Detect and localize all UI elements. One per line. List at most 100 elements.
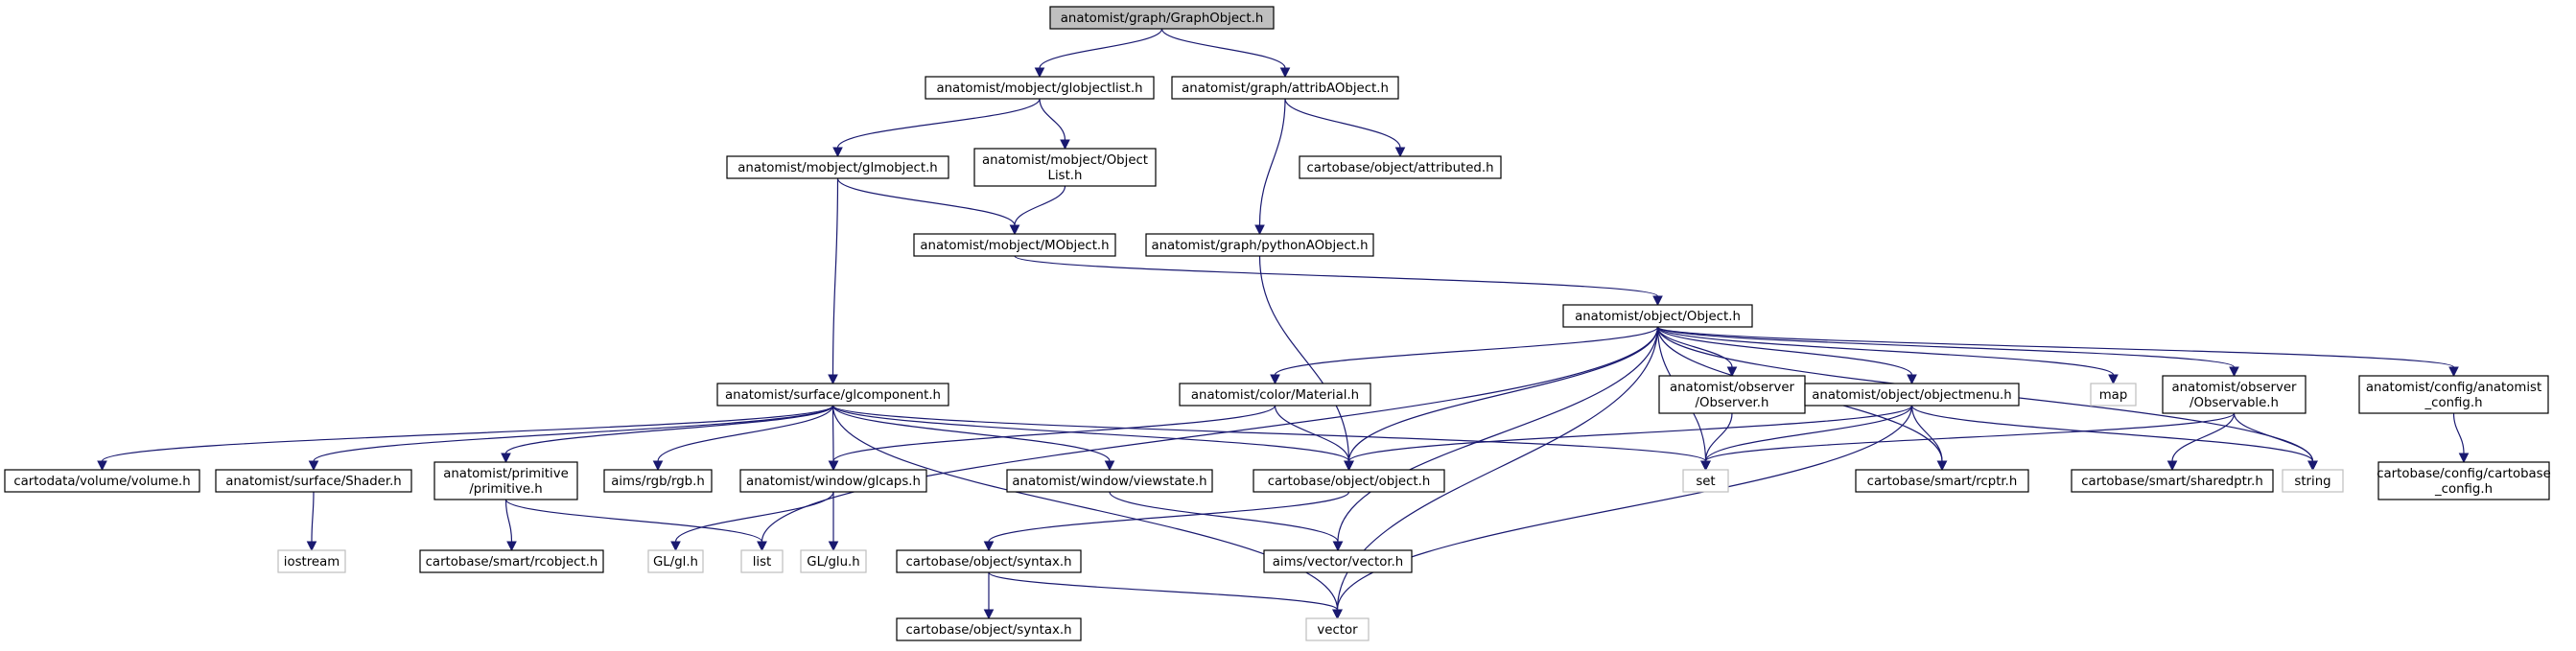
node-attribAObject[interactable]: anatomist/graph/attribAObject.h bbox=[1171, 76, 1399, 100]
node-label-rgb-line-0: aims/rgb/rgb.h bbox=[611, 475, 705, 489]
node-label-glmobject-line-0: anatomist/mobject/glmobject.h bbox=[738, 161, 937, 175]
node-viewstate[interactable]: anatomist/window/viewstate.h bbox=[1006, 469, 1213, 493]
node-string: string bbox=[2282, 469, 2344, 493]
edge-glcomponent-to-shader bbox=[313, 405, 834, 462]
edge-arrowhead-primitive-to-rcobject bbox=[506, 541, 517, 552]
node-label-anatomist_config-line-1: _config.h bbox=[2424, 396, 2483, 410]
edge-arrowhead-glcomponent-to-primitive bbox=[501, 453, 511, 464]
node-pythonAObject[interactable]: anatomist/graph/pythonAObject.h bbox=[1145, 233, 1374, 257]
node-object[interactable]: anatomist/object/Object.h bbox=[1562, 304, 1753, 328]
node-rcptr[interactable]: cartobase/smart/rcptr.h bbox=[1855, 469, 2029, 493]
node-label-attributed-line-0: cartobase/object/attributed.h bbox=[1307, 161, 1494, 175]
node-mobject[interactable]: anatomist/mobject/MObject.h bbox=[913, 233, 1116, 257]
node-label-primitive-line-1: /primitive.h bbox=[469, 482, 542, 497]
edge-glcomponent-to-cobject bbox=[831, 405, 1350, 462]
edge-attribAObject-to-pythonAObject bbox=[1258, 98, 1286, 226]
node-label-rcobject-line-0: cartobase/smart/rcobject.h bbox=[426, 555, 598, 570]
node-box-sharedptr bbox=[2071, 469, 2274, 493]
node-box-attributed bbox=[1299, 155, 1502, 179]
node-label-attribAObject-line-0: anatomist/graph/attribAObject.h bbox=[1182, 81, 1389, 96]
node-shader[interactable]: anatomist/surface/Shader.h bbox=[215, 469, 412, 493]
node-syntax2[interactable]: cartobase/object/syntax.h bbox=[896, 617, 1082, 641]
node-sharedptr[interactable]: cartobase/smart/sharedptr.h bbox=[2071, 469, 2274, 493]
edge-arrowhead-observable-to-set bbox=[1700, 460, 1711, 472]
node-box-glu bbox=[800, 549, 867, 573]
edge-observable-to-string bbox=[2233, 412, 2314, 462]
node-label-observer-line-1: /Observer.h bbox=[1696, 396, 1769, 410]
node-objectmenu[interactable]: anatomist/object/objectmenu.h bbox=[1804, 383, 2020, 407]
node-material[interactable]: anatomist/color/Material.h bbox=[1179, 383, 1371, 407]
node-primitive[interactable]: anatomist/primitive/primitive.h bbox=[433, 461, 578, 500]
edge-arrowhead-root-to-globjectlist bbox=[1034, 67, 1045, 79]
node-label-cobject-line-0: cartobase/object/object.h bbox=[1268, 475, 1431, 489]
node-syntax1[interactable]: cartobase/object/syntax.h bbox=[896, 549, 1082, 573]
node-label-list-line-0: list bbox=[753, 555, 772, 570]
node-box-glcaps bbox=[739, 469, 927, 493]
edge-mobject-to-object bbox=[1014, 255, 1659, 297]
node-label-observable-line-1: /Observable.h bbox=[2190, 396, 2279, 410]
node-glcomponent[interactable]: anatomist/surface/glcomponent.h bbox=[716, 383, 949, 407]
node-iostream: iostream bbox=[277, 549, 346, 573]
edge-arrowhead-object-to-anatomist_config bbox=[2448, 366, 2459, 378]
node-box-mobject bbox=[913, 233, 1116, 257]
node-volume[interactable]: cartodata/volume/volume.h bbox=[4, 469, 200, 493]
node-label-cartobase_config-line-0: cartobase/config/cartobase bbox=[2377, 467, 2551, 481]
edge-objectmenu-to-set bbox=[1704, 405, 1913, 462]
node-label-material-line-0: anatomist/color/Material.h bbox=[1191, 388, 1359, 403]
node-label-glcaps-line-0: anatomist/window/glcaps.h bbox=[746, 475, 921, 489]
node-cartobase_config[interactable]: cartobase/config/cartobase_config.h bbox=[2377, 461, 2551, 500]
edge-arrowhead-primitive-to-list bbox=[757, 541, 767, 552]
node-label-volume-line-0: cartodata/volume/volume.h bbox=[13, 475, 190, 489]
node-anatomist_config[interactable]: anatomist/config/anatomist_config.h bbox=[2358, 375, 2549, 414]
node-rgb[interactable]: aims/rgb/rgb.h bbox=[603, 469, 713, 493]
edge-arrowhead-glcaps-to-glu bbox=[828, 541, 839, 552]
edge-primitive-to-rcobject bbox=[504, 499, 513, 543]
node-observable[interactable]: anatomist/observer/Observable.h bbox=[2162, 375, 2307, 414]
node-cobject[interactable]: cartobase/object/object.h bbox=[1253, 469, 1445, 493]
edge-objectmenu-to-cobject bbox=[1347, 405, 1913, 462]
edge-glcomponent-to-viewstate bbox=[831, 405, 1111, 462]
edge-cobject-to-syntax1 bbox=[988, 491, 1350, 543]
edge-arrowhead-glcomponent-to-viewstate bbox=[1104, 460, 1115, 472]
edge-arrowhead-object-to-material bbox=[1270, 374, 1280, 385]
node-glmobject[interactable]: anatomist/mobject/glmobject.h bbox=[726, 155, 949, 179]
edge-object-to-map bbox=[1656, 326, 2115, 376]
node-label-set-line-0: set bbox=[1696, 475, 1715, 489]
node-label-map-line-0: map bbox=[2099, 388, 2128, 403]
node-box-cartobase_config bbox=[2377, 461, 2550, 500]
node-box-iostream bbox=[277, 549, 346, 573]
node-label-cartobase_config-line-1: _config.h bbox=[2434, 482, 2493, 497]
node-label-objectlist-line-1: List.h bbox=[1048, 169, 1083, 183]
node-root[interactable]: anatomist/graph/GraphObject.h bbox=[1049, 6, 1275, 30]
node-label-glcomponent-line-0: anatomist/surface/glcomponent.h bbox=[725, 388, 941, 403]
node-label-root-line-0: anatomist/graph/GraphObject.h bbox=[1061, 12, 1264, 26]
node-vectorh[interactable]: aims/vector/vector.h bbox=[1263, 549, 1413, 573]
edge-arrowhead-mobject-to-object bbox=[1652, 295, 1663, 307]
edge-arrowhead-objectlist-to-mobject bbox=[1009, 224, 1020, 236]
node-box-syntax2 bbox=[896, 617, 1082, 641]
edge-arrowhead-objectmenu-to-cobject bbox=[1344, 460, 1354, 472]
node-box-cobject bbox=[1253, 469, 1445, 493]
edge-glcomponent-to-set bbox=[831, 405, 1707, 462]
node-box-material bbox=[1179, 383, 1371, 407]
edge-glmobject-to-glcomponent bbox=[831, 177, 839, 376]
edge-arrowhead-glcomponent-to-rgb bbox=[652, 460, 664, 472]
edge-objectmenu-to-vector bbox=[1336, 405, 1913, 611]
edge-arrowhead-syntax1-to-vector bbox=[1332, 609, 1343, 620]
edge-arrowhead-glcaps-to-gl bbox=[670, 541, 681, 552]
edge-root-to-attribAObject bbox=[1160, 28, 1286, 69]
node-box-list bbox=[740, 549, 784, 573]
node-observer[interactable]: anatomist/observer/Observer.h bbox=[1658, 375, 1806, 414]
node-box-root bbox=[1049, 6, 1275, 30]
node-rcobject[interactable]: cartobase/smart/rcobject.h bbox=[419, 549, 604, 573]
node-glcaps[interactable]: anatomist/window/glcaps.h bbox=[739, 469, 927, 493]
node-globjectlist[interactable]: anatomist/mobject/globjectlist.h bbox=[925, 76, 1155, 100]
edge-glcaps-to-gl bbox=[674, 491, 834, 543]
edge-arrowhead-anatomist_config-to-cartobase_config bbox=[2458, 453, 2470, 464]
node-gl: GL/gl.h bbox=[647, 549, 704, 573]
node-attributed[interactable]: cartobase/object/attributed.h bbox=[1299, 155, 1502, 179]
edge-material-to-glcaps bbox=[832, 405, 1276, 462]
node-box-volume bbox=[4, 469, 200, 493]
edge-arrowhead-material-to-glcaps bbox=[828, 460, 839, 472]
